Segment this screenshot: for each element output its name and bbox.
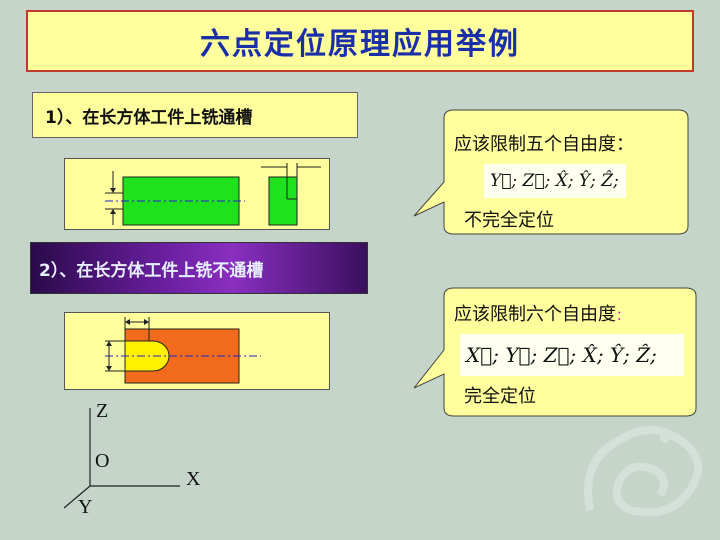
example2-sketch <box>105 317 261 384</box>
slot-side-view <box>268 176 298 226</box>
example2-label: 2）、在长方体工件上铣不通槽 <box>30 242 368 294</box>
example1-callout-heading: 应该限制五个自由度： <box>454 134 634 155</box>
arrow-head <box>125 319 130 325</box>
axis-label-x: X <box>186 468 201 490</box>
example1-result: 不完全定位 <box>464 210 554 231</box>
axis-label-z: Z <box>96 400 109 422</box>
axis-label-o: O <box>95 450 110 472</box>
dragon-eye <box>660 433 670 443</box>
example1-drawing <box>64 158 330 230</box>
arrow-head <box>106 366 112 371</box>
example1-sketch <box>105 163 321 226</box>
arrow-head <box>106 341 112 346</box>
example2-dof-formula: X⃗; Y⃗; Z⃗; X̂; Ŷ; Ẑ; <box>460 334 684 376</box>
dragon-swirl <box>584 426 702 517</box>
example2-callout-heading: 应该限制六个自由度： <box>454 300 629 326</box>
arrow-head <box>110 209 116 214</box>
coordinate-axes <box>63 408 180 509</box>
arrow-head <box>144 319 149 325</box>
example1-dof-formula: Y⃗; Z⃗; X̂; Ŷ; Ẑ; <box>484 164 626 198</box>
example1-label: 1）、在长方体工件上铣通槽 <box>32 92 358 138</box>
axis-label-y: Y <box>78 496 93 518</box>
y-axis <box>63 485 91 509</box>
example2-heading-text: 应该限制六个自由度 <box>454 304 616 325</box>
slide-title: 六点定位原理应用举例 <box>26 10 694 72</box>
blind-slot-yellow <box>124 340 170 372</box>
dragon-watermark-icon <box>584 426 702 517</box>
example2-heading-colon: ： <box>616 309 630 324</box>
example2-drawing <box>64 312 330 390</box>
example2-result: 完全定位 <box>464 386 536 407</box>
arrow-head <box>110 188 116 193</box>
